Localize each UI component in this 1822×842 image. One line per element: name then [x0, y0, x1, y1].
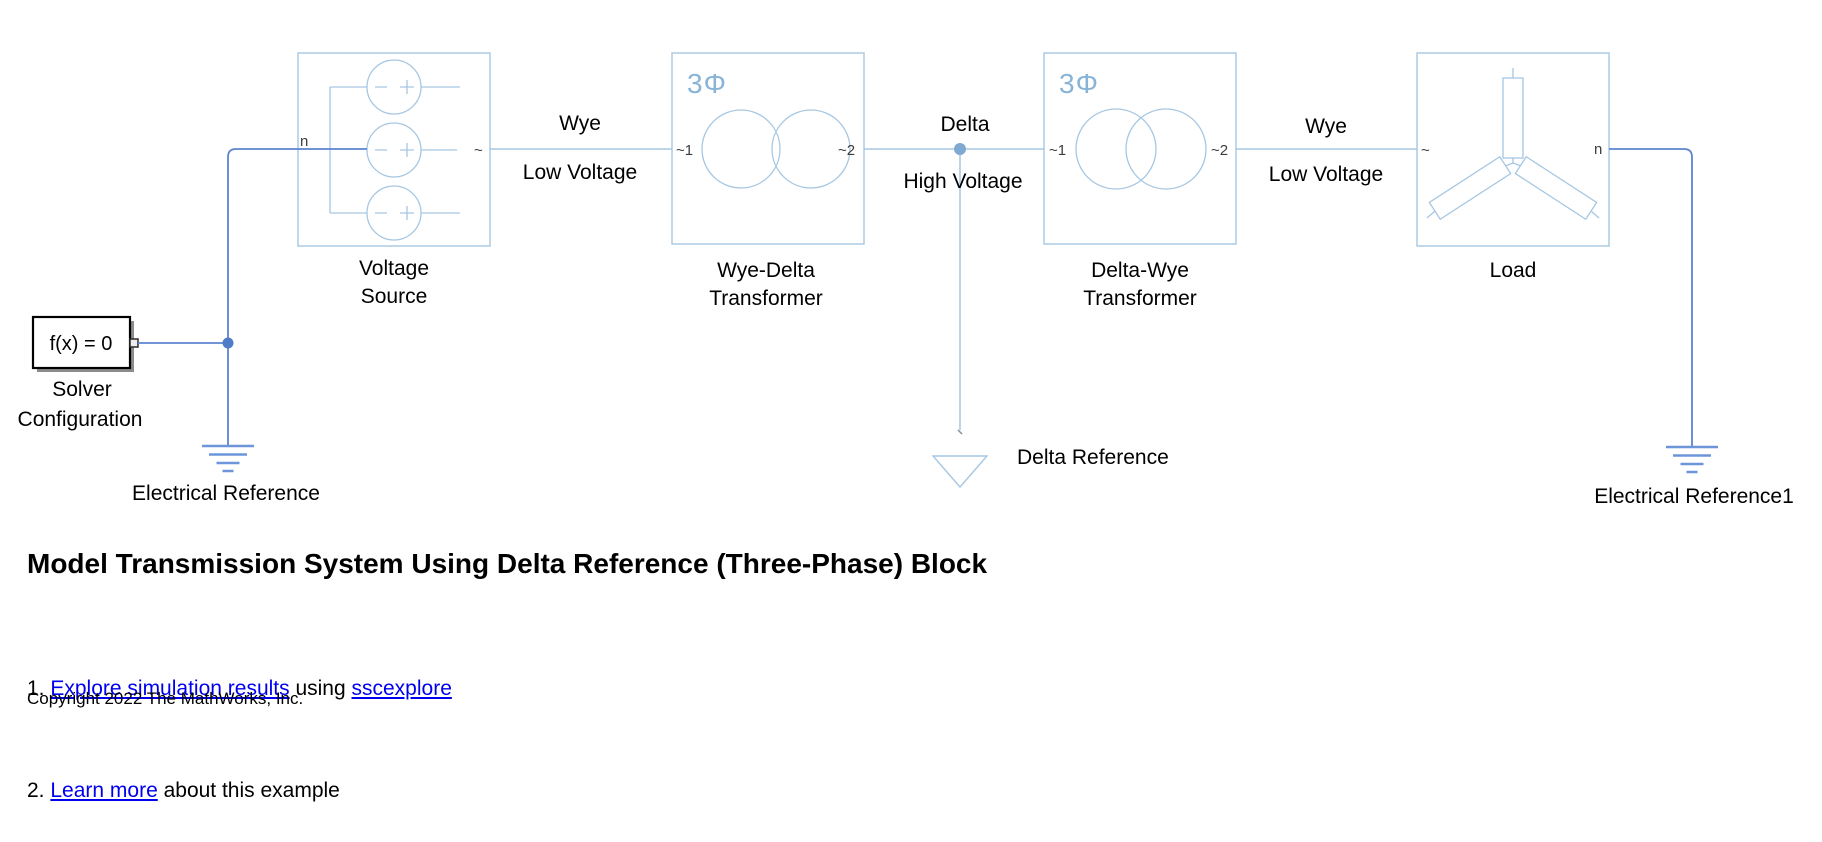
wye-delta-label-2: Transformer	[709, 287, 823, 310]
solver-label-1: Solver	[52, 378, 112, 401]
wye-resistor-icon	[1426, 68, 1600, 221]
transformer-coils-icon	[1075, 108, 1207, 190]
learn-more-link[interactable]: Learn more	[50, 779, 158, 802]
delta-reference-block[interactable]	[931, 455, 989, 489]
three-phase-ac-source-icon	[329, 59, 460, 241]
list-item-2-number: 2.	[27, 779, 51, 802]
port-label-1: ~1	[676, 142, 693, 159]
model-title: Model Transmission System Using Delta Re…	[27, 548, 988, 579]
solver-label-2: Configuration	[18, 408, 143, 431]
delta-wye-transformer-block[interactable]: 3Φ ~1 ~2	[1043, 52, 1237, 245]
list-item-1-number: 1.	[27, 677, 51, 700]
wire-label-wye-left: Wye	[559, 112, 601, 135]
port-label-n: n	[1594, 141, 1602, 158]
port-label-ac: ~	[474, 142, 483, 159]
list-item-2: 2. Learn more about this example	[27, 774, 452, 808]
high-voltage-bus-wire[interactable]	[864, 143, 1044, 435]
voltage-source-label-2: Source	[361, 285, 428, 308]
wire-label-wye-right: Wye	[1305, 115, 1347, 138]
transformer-coils-icon	[701, 109, 851, 189]
list-item-1: 1. Explore simulation results using ssce…	[27, 672, 452, 706]
wire-junction-dot	[954, 143, 966, 155]
three-phase-badge: 3Φ	[1059, 68, 1099, 99]
electrical-reference-label: Electrical Reference	[132, 482, 320, 505]
wire-label-high-voltage: High Voltage	[903, 170, 1022, 193]
copyright-notice: Copyright 2022 The MathWorks, Inc.	[27, 689, 304, 708]
sscexplore-link[interactable]: sscexplore	[351, 677, 452, 700]
solver-equation-text: f(x) = 0	[50, 333, 113, 355]
wire-label-low-voltage-right: Low Voltage	[1269, 163, 1383, 186]
simulink-model-canvas: { "canvas": { "title": "Model Transmissi…	[17, 52, 1794, 802]
port-label-ac: ~	[1421, 142, 1430, 159]
delta-reference-label: Delta Reference	[1017, 446, 1169, 469]
solver-configuration-block[interactable]: f(x) = 0	[31, 315, 139, 372]
list-item-1-middle: using	[289, 677, 352, 700]
wire-junction-dot	[222, 337, 234, 349]
explore-simulation-results-link[interactable]: Explore simulation results	[50, 677, 290, 700]
wire-label-delta: Delta	[940, 113, 989, 136]
load-ground-net-wire[interactable]	[1609, 148, 1693, 447]
electrical-reference-block[interactable]	[202, 444, 254, 473]
load-block[interactable]: ~ n	[1416, 52, 1610, 247]
load-label: Load	[1490, 259, 1537, 282]
wire-label-low-voltage-left: Low Voltage	[523, 161, 637, 184]
port-label-2: ~2	[838, 142, 855, 159]
solver-ground-net-wire[interactable]	[138, 148, 367, 446]
instructions-list: 1. Explore simulation results using ssce…	[27, 604, 452, 842]
voltage-source-label-1: Voltage	[359, 257, 429, 280]
electrical-reference1-label: Electrical Reference1	[1594, 485, 1794, 508]
three-phase-badge: 3Φ	[687, 68, 727, 99]
wye-delta-label-1: Wye-Delta	[717, 259, 815, 282]
delta-wye-label-2: Transformer	[1083, 287, 1197, 310]
wye-delta-transformer-block[interactable]: 3Φ ~1 ~2	[671, 52, 865, 245]
port-label-1: ~1	[1049, 142, 1066, 159]
delta-wye-label-1: Delta-Wye	[1091, 259, 1189, 282]
port-label-n: n	[300, 133, 308, 150]
solver-port-icon	[129, 338, 139, 348]
list-item-2-suffix: about this example	[157, 779, 340, 802]
electrical-reference1-block[interactable]	[1666, 445, 1718, 474]
port-label-2: ~2	[1211, 142, 1228, 159]
model-diagram: n ~ Voltage Source 3Φ ~1 ~2 Wye-Delta Tr…	[18, 52, 1794, 508]
